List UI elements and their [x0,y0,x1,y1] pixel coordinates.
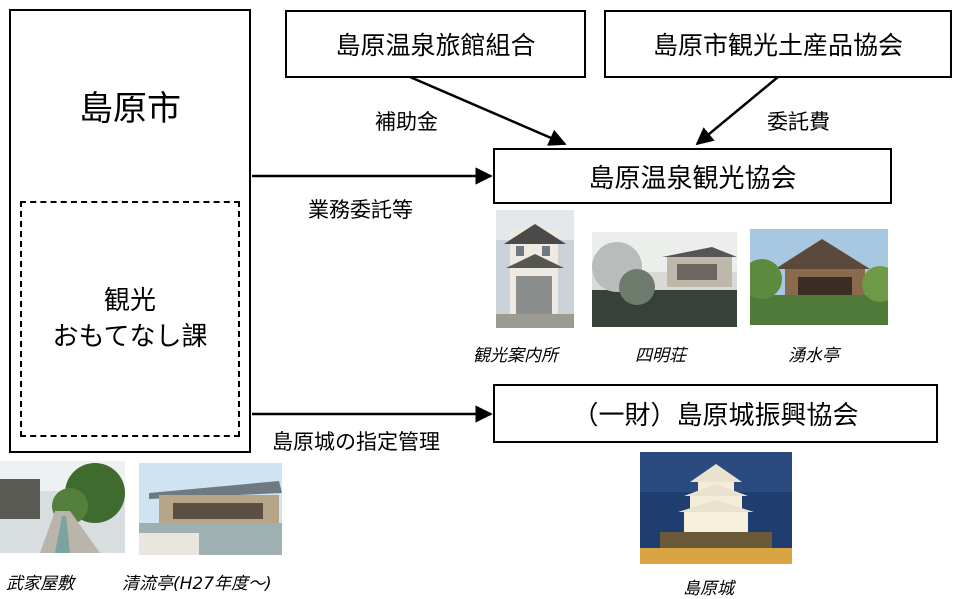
commission-fee-label: 委託費 [767,110,830,134]
bukeyashiki-photo [0,461,125,553]
seiryutei-photo [139,463,282,555]
castle-foundation-box: （一財）島原城振興協会 [493,384,938,443]
bukeyashiki-caption: 武家屋敷 [6,574,74,594]
shimeiso-caption: 四明荘 [635,346,686,366]
yusuitei-photo [750,229,888,325]
souvenir-association-label: 島原市観光土産品協会 [652,31,903,60]
ryokan-association-box: 島原温泉旅館組合 [285,10,586,78]
seiryutei-caption: 清流亭(H27年度～) [122,574,272,594]
outsourcing-label: 業務委託等 [308,198,413,222]
castle-foundation-label: （一財）島原城振興協会 [572,401,859,431]
city-box: 島原市 [9,9,251,453]
info-center-caption: 観光案内所 [473,346,558,366]
city-title: 島原市 [79,89,181,129]
info-center-photo [496,210,574,328]
ryokan-association-label: 島原温泉旅館組合 [335,31,536,60]
shimeiso-photo [592,232,737,327]
castle-caption: 島原城 [683,579,734,599]
tourism-hospitality-dept-label: 観光 おもてなし課 [52,285,208,352]
yusuitei-caption: 湧水亭 [788,346,839,366]
tourism-association-box: 島原温泉観光協会 [493,148,892,204]
tourism-hospitality-dept-box: 観光 おもてなし課 [20,201,240,437]
tourism-association-label: 島原温泉観光協会 [588,163,797,194]
souvenir-association-box: 島原市観光土産品協会 [604,10,952,78]
castle-management-label: 島原城の指定管理 [272,430,440,454]
arrow-souvenir-to-tourism [695,76,779,146]
arrow-ryokan-to-tourism [409,75,567,146]
castle-photo [640,452,792,564]
subsidy-label: 補助金 [375,110,438,134]
